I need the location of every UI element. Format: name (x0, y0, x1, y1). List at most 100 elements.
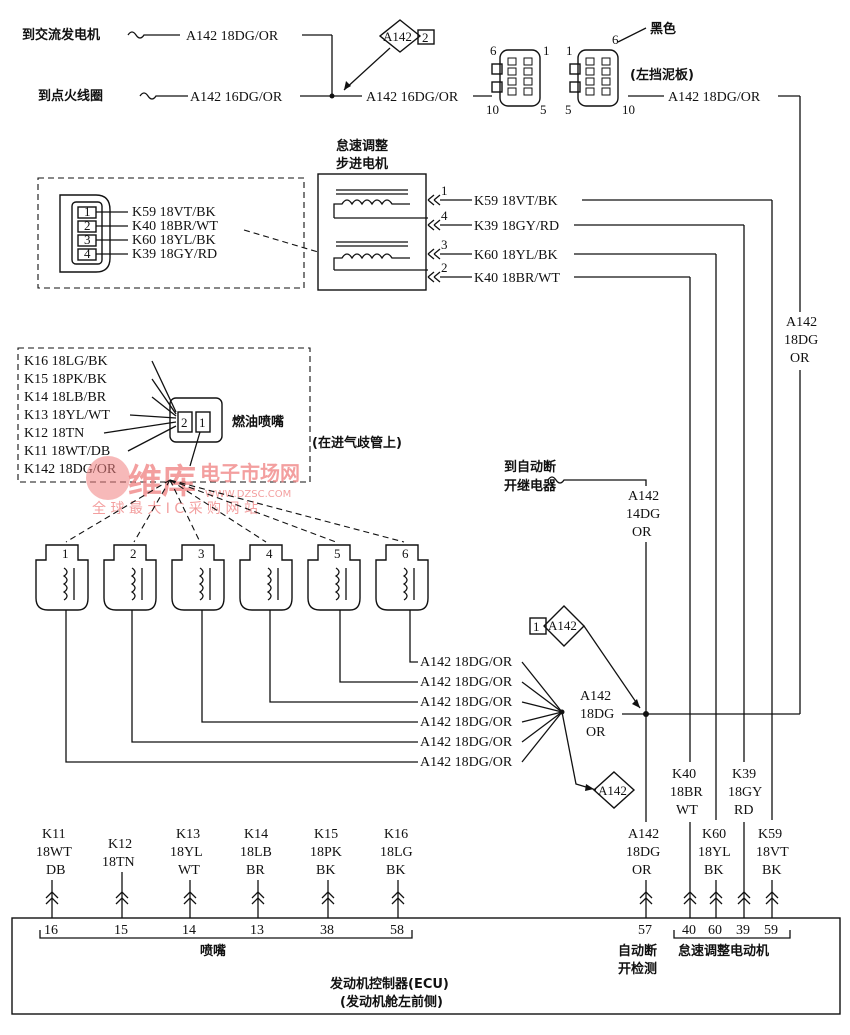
right-top-wire: A142 18DG/OR (668, 90, 761, 105)
svg-text:A142: A142 (598, 783, 627, 798)
svg-text:15: 15 (114, 923, 128, 938)
idle-connector-box (37, 177, 305, 289)
idle-motor-terminals (427, 194, 441, 283)
splice-top-label: A142 (383, 29, 412, 44)
splice-top-diamond (378, 19, 422, 53)
svg-text:18WT: 18WT (36, 845, 72, 860)
svg-text:1: 1 (543, 43, 550, 58)
svg-text:K11 18WT/DB: K11 18WT/DB (24, 444, 110, 459)
black-label: 黑色 (650, 21, 676, 37)
splice-top-num: 2 (422, 30, 429, 45)
svg-text:4: 4 (441, 208, 448, 223)
svg-text:18VT: 18VT (756, 845, 789, 860)
svg-text:OR: OR (632, 863, 652, 878)
svg-text:K59 18VT/BK: K59 18VT/BK (132, 205, 216, 220)
svg-text:18LG: 18LG (380, 845, 413, 860)
svg-text:WWW.DZSC.COM: WWW.DZSC.COM (205, 489, 291, 500)
asd-relay-label2: 开继电器 (504, 478, 557, 494)
svg-text:18DG: 18DG (580, 707, 614, 722)
asd-sense-label2: 开检测 (618, 961, 657, 977)
to-ignition-coil-label: 到点火线圈 (38, 88, 103, 104)
svg-text:K14: K14 (244, 827, 268, 842)
injector-connector (103, 360, 223, 467)
injector-location: (在进气歧管上) (312, 435, 402, 451)
svg-text:18LB: 18LB (240, 845, 272, 860)
svg-text:59: 59 (764, 923, 778, 938)
mid-wire: A142 16DG/OR (366, 90, 459, 105)
svg-text:5: 5 (334, 546, 341, 561)
svg-text:K59 18VT/BK: K59 18VT/BK (474, 194, 558, 209)
svg-text:K60 18YL/BK: K60 18YL/BK (132, 233, 216, 248)
svg-text:2: 2 (84, 218, 91, 233)
svg-text:5: 5 (565, 102, 572, 117)
svg-text:电子市场网: 电子市场网 (200, 461, 300, 485)
ecu-wires (45, 822, 779, 918)
svg-text:K39 18GY/RD: K39 18GY/RD (474, 219, 559, 234)
svg-text:40: 40 (682, 923, 696, 938)
splice-left-diamond (543, 605, 585, 647)
svg-text:K60 18YL/BK: K60 18YL/BK (474, 248, 558, 263)
ecu-box (11, 917, 841, 1015)
svg-text:A142: A142 (786, 315, 817, 330)
injector-3 (171, 544, 225, 611)
injector-5 (307, 544, 361, 611)
idle-motor-title2: 步进电机 (336, 156, 388, 172)
injector-2 (103, 544, 157, 611)
svg-text:K39: K39 (732, 767, 756, 782)
svg-text:WT: WT (676, 803, 698, 818)
svg-text:6: 6 (612, 32, 619, 47)
svg-text:18TN: 18TN (102, 855, 135, 870)
svg-text:1: 1 (441, 183, 448, 198)
svg-text:A142 18DG/OR: A142 18DG/OR (420, 655, 513, 670)
svg-text:2: 2 (130, 546, 137, 561)
svg-text:6: 6 (402, 546, 409, 561)
svg-text:1: 1 (199, 415, 206, 430)
to-alternator-label: 到交流发电机 (22, 27, 100, 43)
bulkhead-connector-left (491, 49, 541, 107)
injector-supply-wires (65, 610, 565, 763)
svg-text:维库: 维库 (128, 462, 196, 502)
svg-text:38: 38 (320, 923, 334, 938)
svg-text:A142: A142 (628, 489, 659, 504)
svg-text:BK: BK (386, 863, 405, 878)
svg-text:A142 18DG/OR: A142 18DG/OR (420, 715, 513, 730)
svg-text:K40: K40 (672, 767, 696, 782)
svg-text:K15 18PK/BK: K15 18PK/BK (24, 372, 107, 387)
svg-text:18DG: 18DG (784, 333, 818, 348)
svg-text:K40 18BR/WT: K40 18BR/WT (474, 271, 560, 286)
svg-text:18PK: 18PK (310, 845, 342, 860)
svg-text:BK: BK (704, 863, 723, 878)
ecu-wire-labels: K11 18WT DB K12 18TN K13 18YL WT K14 18L… (36, 767, 789, 878)
svg-text:K12 18TN: K12 18TN (24, 426, 84, 441)
svg-text:全 球 最 大 I C 采 购 网 站: 全 球 最 大 I C 采 购 网 站 (92, 500, 258, 517)
injector-4 (239, 544, 293, 611)
asd-relay-label1: 到自动断 (504, 459, 556, 475)
svg-text:OR: OR (632, 525, 652, 540)
ecu-location: (发动机舱左前侧) (340, 994, 443, 1010)
svg-text:K40 18BR/WT: K40 18BR/WT (132, 219, 218, 234)
svg-text:BK: BK (762, 863, 781, 878)
bulkhead-connector-right (569, 49, 619, 107)
ecu-idle-label: 怠速调整电动机 (678, 943, 769, 959)
svg-text:18DG: 18DG (626, 845, 660, 860)
svg-text:1: 1 (566, 43, 573, 58)
svg-text:A142 18DG/OR: A142 18DG/OR (420, 755, 513, 770)
injector-connector-box (17, 347, 311, 483)
coil-wire: A142 16DG/OR (190, 90, 283, 105)
svg-text:WT: WT (178, 863, 200, 878)
svg-text:58: 58 (390, 923, 404, 938)
svg-text:K39 18GY/RD: K39 18GY/RD (132, 247, 217, 262)
svg-text:60: 60 (708, 923, 722, 938)
idle-motor-box (317, 173, 427, 291)
svg-text:1: 1 (62, 546, 69, 561)
svg-text:K11: K11 (42, 827, 66, 842)
svg-text:A142 18DG/OR: A142 18DG/OR (420, 735, 513, 750)
svg-text:DB: DB (46, 863, 65, 878)
svg-text:A142: A142 (580, 689, 611, 704)
injector-fan (65, 479, 405, 543)
svg-text:18YL: 18YL (698, 845, 731, 860)
svg-text:OR: OR (790, 351, 810, 366)
injector-6 (375, 544, 429, 611)
